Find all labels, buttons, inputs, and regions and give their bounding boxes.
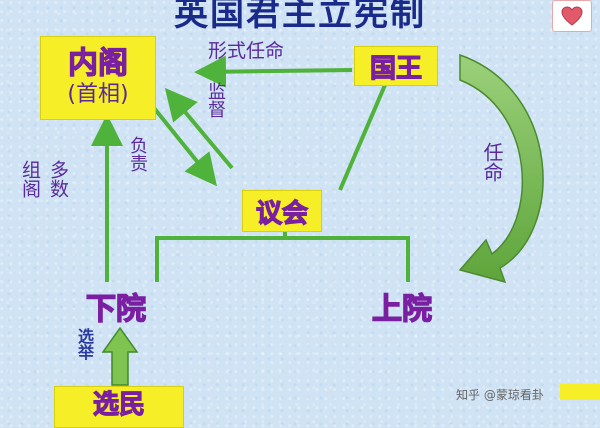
supervise-label: 监督 [205,82,226,118]
appoint-label: 任命 [480,142,504,182]
houses-bracket [155,236,410,282]
voters-label: 选民 [92,389,145,420]
responsible-label: 负责 [127,136,148,172]
supervise-arrow [164,87,234,170]
parliament-label: 议会 [255,198,308,229]
cabinet-label: 内阁 [67,46,128,81]
monarch-label: 国王 [369,53,422,84]
election-label: 选举 [75,328,94,360]
connector-lines [91,53,544,386]
watermark: 知乎 @蒙琼看卦 [456,388,544,402]
diagram-title: 英国君主立宪制 [174,0,426,34]
majority-label: 多数 [47,160,69,198]
responsible-arrow [148,101,218,187]
prime-minister-label: (首相) [67,82,129,107]
formal-appoint-label: 形式任命 [208,40,285,62]
lower-house-label: 下院 [85,291,146,327]
form-cabinet-label: 组阁 [19,160,41,198]
appoint-curved-arrow [458,53,544,284]
monarch-parliament-line [338,84,387,191]
upper-house-label: 上院 [371,291,432,327]
monarch-box: 国王 [354,46,438,86]
corner-yellow-block [560,384,600,400]
heart-ornament-icon [552,0,592,32]
election-arrow [101,326,139,386]
formal-appoint-arrow [194,55,353,88]
voters-box: 选民 [54,386,184,428]
parliament-box: 议会 [242,190,322,232]
cabinet-box: 内阁 (首相) [40,36,156,120]
